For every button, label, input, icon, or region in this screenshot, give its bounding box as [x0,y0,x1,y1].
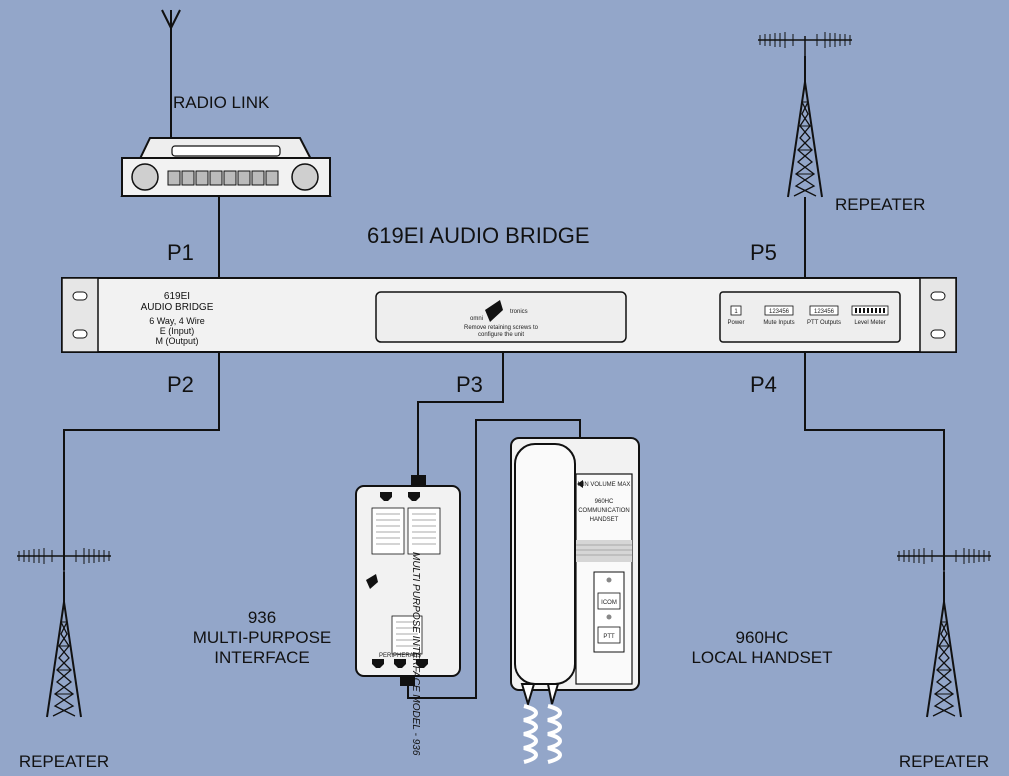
repeater-bottom-left-label: REPEATER [19,752,109,771]
repeater-bottom-right-label: REPEATER [899,752,989,771]
port-p4: P4 [750,372,777,397]
bridge-title: 619EI AUDIO BRIDGE [367,223,590,248]
handset-label-1: 960HC [736,628,789,647]
handset-name-1: 960HC [595,499,614,505]
repeater-top-right [757,31,853,248]
mute-inputs-label: Mute Inputs [763,320,794,326]
ptt-outputs-num: 123456 [814,309,835,315]
port-p1: P1 [167,240,194,265]
audio-bridge-rack [61,277,957,353]
handset-name-2: COMMUNICATION [578,508,630,514]
connection-lines [63,190,945,699]
radio-link-label: RADIO LINK [173,93,270,112]
handset-label-2: LOCAL HANDSET [691,648,832,667]
power-indicator-num: 1 [734,309,738,315]
mute-inputs-num: 123456 [769,309,790,315]
level-meter-label: Level Meter [854,320,885,326]
repeater-top-right-label: REPEATER [835,195,925,214]
rack-spec-2: E (Input) [160,326,195,336]
rack-spec-1: 6 Way, 4 Wire [149,316,205,326]
mpi-label-1: 936 [248,608,276,627]
rack-logo-tronics: tronics [510,309,528,315]
port-p3: P3 [456,372,483,397]
ptt-outputs-label: PTT Outputs [807,320,841,326]
panel-note-1: Remove retaining screws to [464,325,539,331]
mpi-peripherals-label: PERIPHERALS [379,653,421,659]
rack-name: AUDIO BRIDGE [141,302,214,313]
power-indicator-label: Power [727,320,744,326]
rack-logo-omni: omni [470,316,483,322]
rack-spec-3: M (Output) [155,336,198,346]
handset-ptt-button: PTT [603,634,615,640]
radio-link-antenna [161,9,181,140]
port-p2: P2 [167,372,194,397]
port-p5: P5 [750,240,777,265]
repeater-bottom-left [16,547,112,718]
handset-icom-button: ICOM [601,600,617,606]
mpi-model-text: MULTI PURPOSE INTERFACE MODEL - 936 [410,552,421,756]
rack-model: 619EI [164,291,190,302]
radio-link-device [120,137,332,197]
local-handset-device [510,437,640,764]
repeater-bottom-right [896,547,992,718]
handset-volume-label: MIN VOLUME MAX [578,482,631,488]
mpi-label-3: INTERFACE [214,648,309,667]
mpi-label-2: MULTI-PURPOSE [193,628,332,647]
panel-note-2: configure the unit [478,332,524,338]
handset-name-3: HANDSET [590,517,619,523]
multi-purpose-interface-device [355,475,461,686]
